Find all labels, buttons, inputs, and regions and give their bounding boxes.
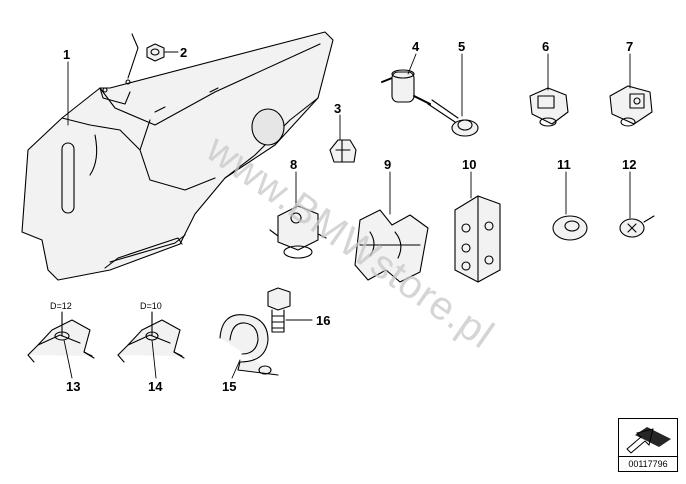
arrow-icon [626, 427, 671, 454]
part-11-grommet [552, 215, 588, 241]
callout-2: 2 [180, 45, 188, 60]
callout-1: 1 [63, 47, 71, 62]
clip-14-diameter-label: D=10 [140, 301, 162, 311]
part-4-rubber-mount [381, 69, 431, 105]
part-13-clip [27, 311, 95, 363]
callout-9: 9 [384, 157, 392, 172]
callout-5: 5 [458, 39, 466, 54]
callout-4: 4 [412, 39, 420, 54]
part-3-small-nut [329, 139, 357, 163]
callout-15: 15 [222, 379, 237, 394]
part-8-holder [269, 205, 327, 259]
callout-10: 10 [462, 157, 477, 172]
part-9-double-clip [354, 209, 429, 283]
callout-13: 13 [66, 379, 81, 394]
callout-12: 12 [622, 157, 637, 172]
part-10-bracket [454, 195, 501, 283]
reference-box: 00117796 [618, 418, 678, 472]
part-2-nut [127, 33, 165, 79]
part-6-clip [529, 87, 569, 127]
callout-16: 16 [316, 313, 331, 328]
part-1-cover-panel [21, 31, 334, 281]
part-7-clip-screw [609, 85, 653, 127]
part-14-clip [117, 311, 185, 363]
leader-lines [63, 51, 631, 379]
part-5-bolt [427, 99, 479, 137]
part-16-bolt [267, 287, 291, 333]
callout-3: 3 [334, 101, 342, 116]
callout-7: 7 [626, 39, 634, 54]
part-15-clamp [219, 314, 279, 376]
callout-11: 11 [557, 157, 571, 172]
callout-6: 6 [542, 39, 550, 54]
callout-14: 14 [148, 379, 163, 394]
reference-number: 00117796 [619, 456, 677, 471]
part-12-screw [619, 215, 655, 238]
clip-13-diameter-label: D=12 [50, 301, 72, 311]
callout-8: 8 [290, 157, 298, 172]
